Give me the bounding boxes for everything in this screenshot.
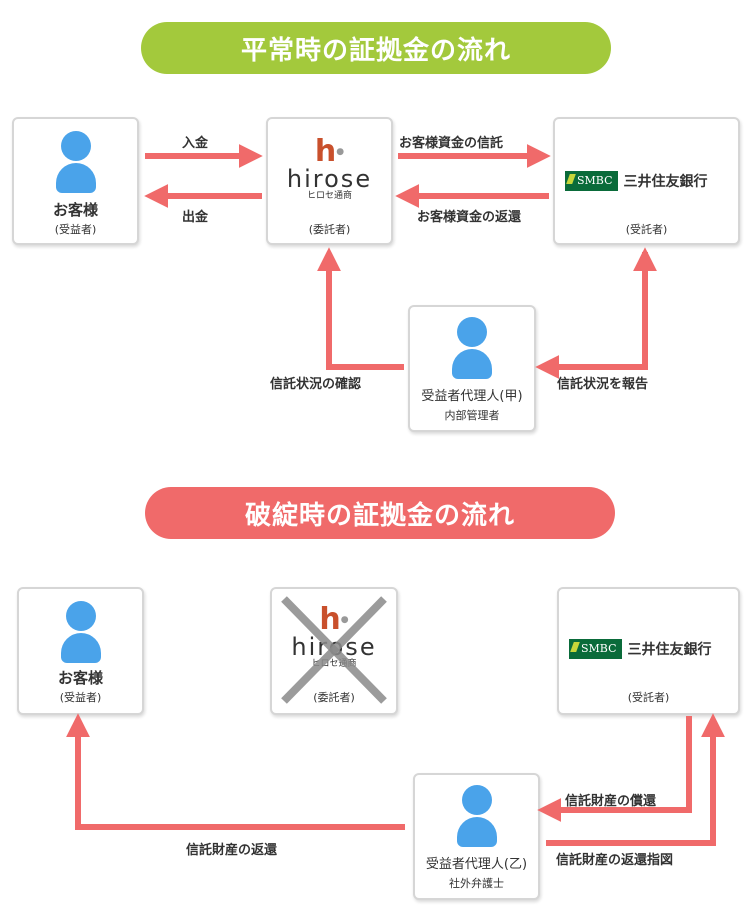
hirose-logo-jp: ヒロセ通商 xyxy=(306,191,352,201)
arrow-label-confirm: 信託状況の確認 xyxy=(270,377,362,392)
normal-customer-box: お客様 (受益者) xyxy=(12,117,139,245)
hirose-logo-mark: h xyxy=(319,602,341,637)
hirose-logo-jp: ヒロセ通商 xyxy=(311,659,357,669)
arrow-label-instruction: 信託財産の返還指図 xyxy=(556,853,674,868)
bank-role: (受託者) xyxy=(625,223,668,236)
hirose-logo-mark: h xyxy=(314,134,337,169)
arrow-label-property-return: 信託財産の返還 xyxy=(186,843,278,858)
arrow-report-path xyxy=(546,252,648,370)
arrow-label-withdraw: 出金 xyxy=(182,210,209,225)
bank-name: 三井住友銀行 xyxy=(627,642,712,658)
arrow-label-redemption: 信託財産の償還 xyxy=(565,794,657,809)
bank-role: (受託者) xyxy=(627,691,670,704)
normal-hirose-box: h● hirose ヒロセ通商 (委託者) xyxy=(266,117,393,245)
arrow-confirm xyxy=(317,247,404,370)
cross-out-icon xyxy=(281,596,387,704)
bankruptcy-hirose-box: h● hirose ヒロセ通商 (委託者) xyxy=(270,587,398,715)
customer-role: (受益者) xyxy=(54,223,97,236)
hirose-role: (委託者) xyxy=(308,223,351,236)
arrow-instruction xyxy=(546,713,725,846)
bankruptcy-bank-box: SMBC 三井住友銀行 (受託者) xyxy=(557,587,740,715)
smbc-logo-mark: SMBC xyxy=(569,639,622,659)
bank-name: 三井住友銀行 xyxy=(623,174,708,190)
hirose-role: (委託者) xyxy=(313,691,355,704)
bankruptcy-agent-box: 受益者代理人(乙) 社外弁護士 xyxy=(413,773,540,900)
smbc-logo-mark: SMBC xyxy=(565,171,618,191)
agent-sub: 社外弁護士 xyxy=(449,877,504,890)
agent-person-icon xyxy=(456,785,497,847)
smbc-logo: SMBC 三井住友銀行 xyxy=(565,171,708,191)
agent-name: 受益者代理人(乙) xyxy=(425,857,528,872)
arrow-label-trust: お客様資金の信託 xyxy=(399,136,504,151)
hirose-logo-word: hirose xyxy=(286,165,373,193)
hirose-logo: h● hirose ヒロセ通商 xyxy=(268,137,391,202)
arrow-label-report: 信託状況を報告 xyxy=(557,377,649,392)
customer-person-icon xyxy=(55,131,96,193)
arrow-label-deposit: 入金 xyxy=(182,136,209,151)
arrow-label-return: お客様資金の返還 xyxy=(417,210,522,225)
normal-agent-box: 受益者代理人(甲) 内部管理者 xyxy=(408,305,536,432)
customer-name: お客様 xyxy=(57,669,103,687)
bankruptcy-customer-box: お客様 (受益者) xyxy=(17,587,144,715)
customer-person-icon xyxy=(60,601,101,663)
agent-sub: 内部管理者 xyxy=(444,409,500,422)
arrow-redemption xyxy=(537,716,692,822)
customer-name: お客様 xyxy=(52,201,98,219)
bankruptcy-title: 破綻時の証拠金の流れ xyxy=(145,487,615,539)
normal-bank-box: SMBC 三井住友銀行 (受託者) xyxy=(553,117,740,245)
agent-person-icon xyxy=(452,317,492,379)
customer-role: (受益者) xyxy=(59,691,102,704)
arrow-property-return xyxy=(66,713,405,830)
normal-title: 平常時の証拠金の流れ xyxy=(141,22,611,74)
smbc-logo: SMBC 三井住友銀行 xyxy=(569,639,712,659)
agent-name: 受益者代理人(甲) xyxy=(421,389,523,404)
